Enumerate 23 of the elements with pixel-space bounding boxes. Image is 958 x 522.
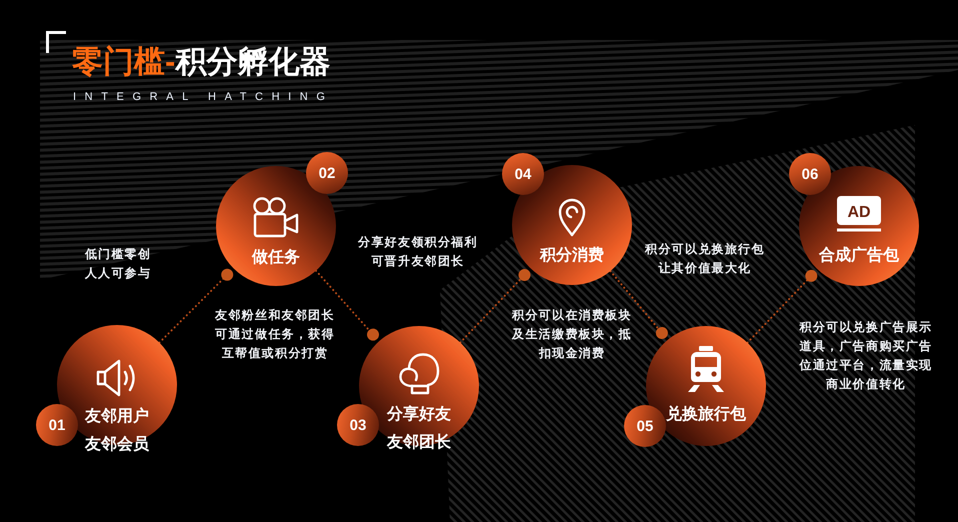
step-title: 分享好友 bbox=[387, 405, 451, 425]
step-title: 合成广告包 bbox=[819, 246, 899, 266]
number-badge: 03 bbox=[337, 404, 379, 446]
step-description: 低门槛零创人人可参与 bbox=[84, 246, 152, 282]
step-description: 积分可以在消费板块及生活缴费板块，抵扣现金消费 bbox=[510, 307, 633, 362]
step-description: 积分可以兑换旅行包让其价值最大化 bbox=[644, 241, 766, 277]
subtitle: INTEGRAL HATCHING bbox=[73, 90, 334, 104]
step-title: 兑换旅行包 bbox=[666, 405, 746, 425]
step-title: 友邻团长 bbox=[387, 433, 451, 453]
step-title: 友邻用户 bbox=[85, 407, 149, 427]
dotted-connector bbox=[459, 269, 530, 344]
dotted-connector bbox=[315, 270, 379, 341]
step-title: 积分消费 bbox=[540, 246, 604, 266]
dotted-connector bbox=[158, 268, 234, 344]
step-description: 积分可以兑换广告展示道具，广告商购买广告位通过平台，流量实现商业价值转化 bbox=[798, 319, 934, 393]
step-title: 友邻会员 bbox=[85, 435, 149, 455]
step-description: 友邻粉丝和友邻团长可通过做任务，获得互帮值或积分打赏 bbox=[214, 307, 336, 362]
title: 零门槛-积分孵化器 bbox=[72, 44, 330, 80]
step-description: 分享好友领积分福利可晋升友邻团长 bbox=[356, 234, 479, 270]
number-badge: 01 bbox=[36, 404, 78, 446]
dotted-connector bbox=[746, 270, 818, 344]
step-title: 做任务 bbox=[252, 248, 300, 268]
dotted-connector bbox=[609, 270, 668, 339]
